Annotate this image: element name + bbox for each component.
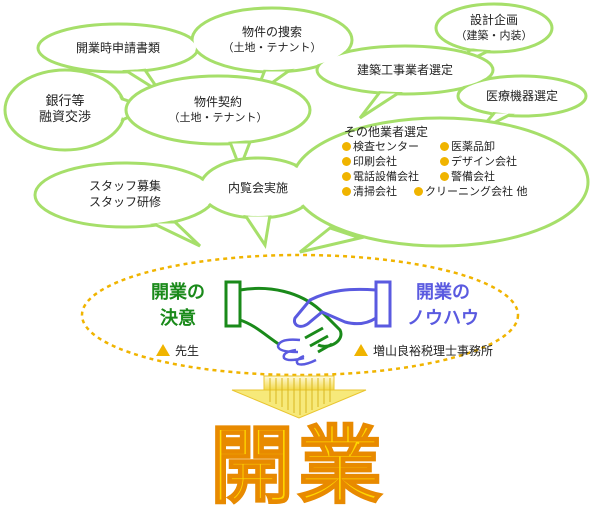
bullet-icon [342, 142, 351, 151]
other-vendors-list: 検査センター医薬品卸 印刷会社デザイン会社 電話設備会社警備会社 清掃会社クリー… [342, 139, 528, 199]
partnership-oval [80, 253, 520, 377]
staff-line2: スタッフ研修 [88, 195, 161, 209]
bullet-icon [440, 142, 449, 151]
bullet-icon [342, 172, 351, 181]
bubble-construction-text: 建築工事業者選定 [356, 63, 453, 77]
bullet-icon [440, 172, 449, 181]
left-partner-note: 先生 [156, 342, 199, 359]
right-partner-note: 増山良裕税理士事務所 [354, 342, 493, 359]
vendor-item: 印刷会社 [342, 154, 440, 169]
vendor-item: 検査センター [342, 139, 440, 154]
bubble-staff-text: スタッフ募集 スタッフ研修 [70, 178, 180, 210]
bubble-other-vendors-title: その他業者選定 [344, 125, 429, 139]
design-plan-line1: 設計企画 [469, 13, 518, 27]
down-arrow-icon [231, 375, 367, 419]
result-title: 開業 [209, 417, 387, 515]
bubble-property-search-text: 物件の捜索 （土地・テナント） [212, 24, 332, 56]
property-search-line2: （土地・テナント） [222, 41, 322, 54]
handshake-icon [224, 280, 392, 366]
vendor-row: 検査センター医薬品卸 [342, 139, 528, 154]
triangle-icon [156, 344, 170, 356]
triangle-icon [354, 344, 368, 356]
vendor-item: 医薬品卸 [440, 139, 495, 154]
property-search-line1: 物件の捜索 [241, 25, 302, 39]
property-contract-line1: 物件契約 [193, 95, 242, 109]
property-contract-line2: （土地・テナント） [168, 111, 268, 124]
bullet-icon [414, 187, 423, 196]
right-partner-title: 開業の ノウハウ [407, 282, 479, 329]
vendor-item: クリーニング会社 他 [414, 184, 528, 199]
vendor-row: 印刷会社デザイン会社 [342, 154, 528, 169]
bullet-icon [342, 187, 351, 196]
staff-line1: スタッフ募集 [88, 179, 161, 193]
vendor-row: 電話設備会社警備会社 [342, 169, 528, 184]
vendor-item: デザイン会社 [440, 154, 517, 169]
vendor-item: 電話設備会社 [342, 169, 440, 184]
bubble-medical-equipment-text: 医療機器選定 [485, 89, 558, 103]
vendor-item: 警備会社 [440, 169, 495, 184]
bubble-kaigyo-docs-text: 開業時申請書類 [75, 41, 160, 55]
bubble-bank-text: 銀行等 融資交渉 [25, 94, 105, 126]
bubble-design-plan-text: 設計企画 （建築・内装） [444, 12, 544, 44]
vendor-item: 清掃会社 [342, 184, 414, 199]
bullet-icon [440, 157, 449, 166]
bank-line1: 銀行等 [45, 94, 85, 109]
bank-line2: 融資交渉 [38, 110, 91, 125]
design-plan-line2: （建築・内装） [455, 29, 533, 42]
vendor-row: 清掃会社クリーニング会社 他 [342, 184, 528, 199]
bubble-property-contract-text: 物件契約 （土地・テナント） [158, 94, 278, 126]
bubble-preview-text: 内覧会実施 [227, 181, 288, 195]
bullet-icon [342, 157, 351, 166]
left-partner-title: 開業の 決意 [151, 282, 205, 329]
